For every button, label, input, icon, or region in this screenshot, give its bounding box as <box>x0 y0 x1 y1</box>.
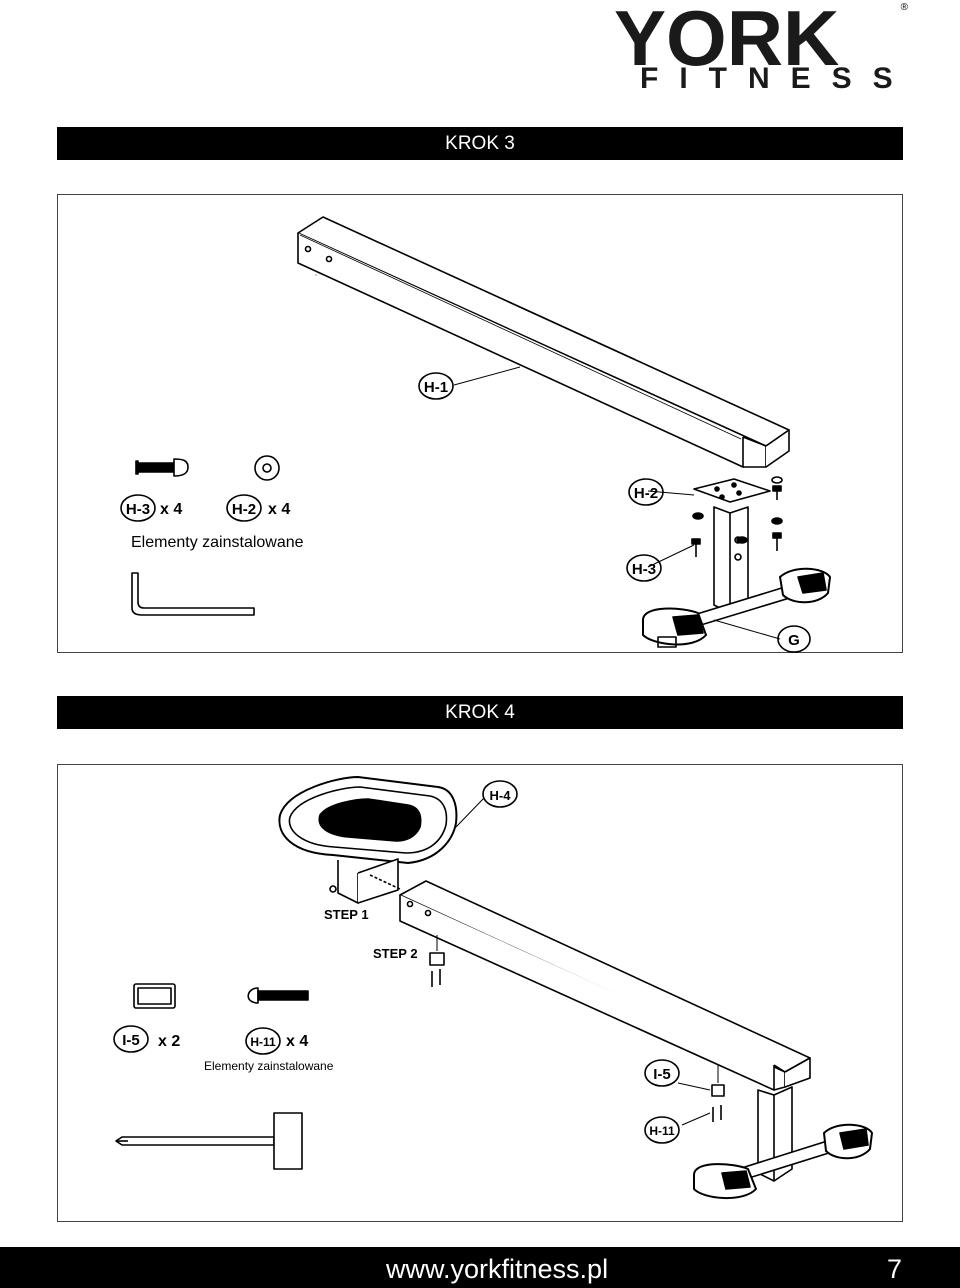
bolt-h3-icon <box>135 458 189 477</box>
york-fitness-logo: YORK ® FITNESS <box>600 0 910 100</box>
logo-york-text: YORK <box>614 0 840 82</box>
callout-h1: H-1 <box>424 379 448 396</box>
step4-note: Elementy zainstalowane <box>204 1059 334 1073</box>
seat-h4 <box>278 776 458 904</box>
part-i5-qty: x 2 <box>158 1033 180 1050</box>
washer-h2-icon <box>254 455 280 481</box>
part-h11-qty: x 4 <box>286 1033 308 1050</box>
screwdriver-icon <box>115 1112 303 1170</box>
step4-header: KROK 4 <box>57 696 903 729</box>
callout-g: G <box>788 632 800 649</box>
step4-panel: H-4 I-5 H-11 I-5 H-11 x 2 x 4 STEP 1 STE… <box>57 764 903 1222</box>
footer-url: www.yorkfitness.pl <box>386 1254 609 1284</box>
logo-registered-mark: ® <box>900 2 908 13</box>
part-h2-qty: x 4 <box>268 501 290 518</box>
callout-i5: I-5 <box>653 1066 671 1083</box>
beam-h1 <box>297 216 790 468</box>
step3-illustration: H-1 H-2 H-3 G H-3 H-2 x 4 x 4 Elementy z… <box>120 216 831 653</box>
step4-illustration: H-4 I-5 H-11 I-5 H-11 x 2 x 4 STEP 1 STE… <box>113 776 873 1200</box>
callout-h3: H-3 <box>632 561 656 578</box>
part-h3-qty: x 4 <box>160 501 182 518</box>
stand-g <box>642 478 831 648</box>
stand-bolts <box>691 476 783 557</box>
bolt-h11-icon <box>247 987 309 1004</box>
beam-h1 <box>369 874 811 1091</box>
part-h2-label: H-2 <box>232 501 256 518</box>
callout-h4: H-4 <box>490 788 512 803</box>
part-i5-label: I-5 <box>122 1032 140 1049</box>
logo-fitness-text: FITNESS <box>640 62 914 95</box>
part-h11-label: H-11 <box>250 1035 276 1049</box>
callout-h11: H-11 <box>649 1124 675 1138</box>
part-h3-label: H-3 <box>126 501 150 518</box>
step3-header: KROK 3 <box>57 127 903 160</box>
step3-panel: H-1 H-2 H-3 G H-3 H-2 x 4 x 4 Elementy z… <box>57 194 903 653</box>
step1-label: STEP 1 <box>324 907 369 922</box>
page-number: 7 <box>887 1254 903 1284</box>
cap-and-screws <box>429 935 725 1122</box>
front-leg <box>693 1086 873 1200</box>
allen-key-icon <box>131 572 255 616</box>
cap-i5-icon <box>133 983 176 1009</box>
page-footer: www.yorkfitness.pl 7 <box>0 1247 960 1288</box>
step3-note: Elementy zainstalowane <box>131 534 304 551</box>
step2-label: STEP 2 <box>373 946 418 961</box>
callout-h2: H-2 <box>634 485 658 502</box>
